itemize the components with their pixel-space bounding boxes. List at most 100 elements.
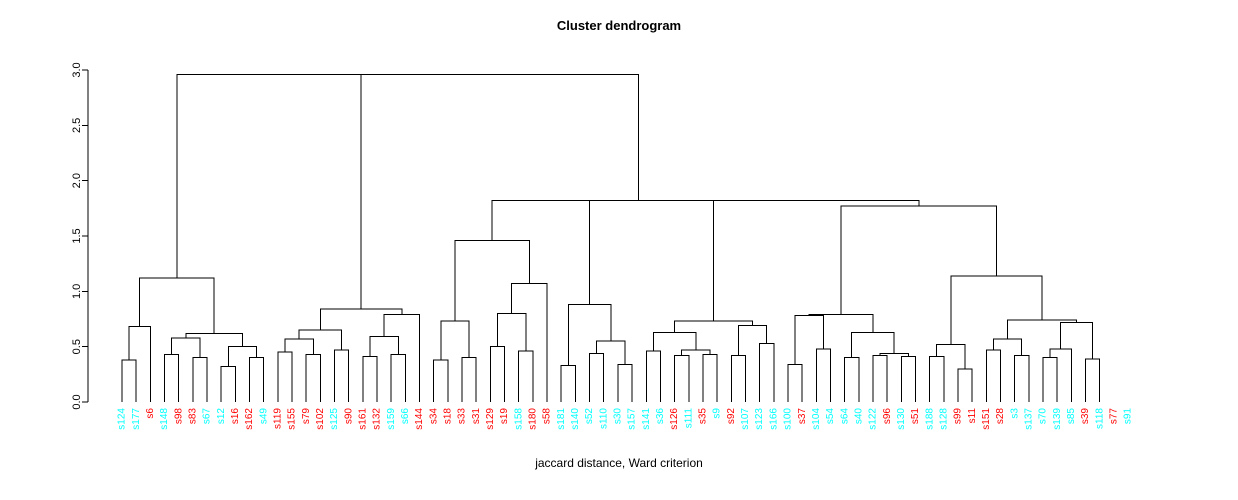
leaf-label: s66 [400, 408, 411, 425]
dendrogram-branch [164, 353, 180, 402]
dendrogram-links [121, 73, 1101, 402]
leaf-label: s83 [187, 408, 198, 425]
y-axis: 0.00.51.01.52.02.53.0 [71, 62, 89, 410]
dendrogram-branch [491, 200, 786, 241]
leaf-label: s181 [556, 408, 567, 430]
dendrogram-branch [128, 326, 151, 402]
leaf-label: s161 [358, 408, 369, 430]
leaf-label: s35 [698, 408, 709, 425]
leaf-label: s90 [343, 408, 354, 425]
dendrogram-branch [298, 329, 343, 350]
leaf-label: s124 [117, 408, 128, 430]
dendrogram-branch [433, 359, 449, 402]
leaf-label: s12 [216, 408, 227, 425]
leaf-label: s159 [386, 408, 397, 430]
leaf-label: s96 [882, 408, 893, 425]
leaf-label: s111 [683, 408, 694, 429]
leaf-label: s123 [754, 408, 765, 430]
leaf-label: s31 [471, 408, 482, 425]
dendrogram-branch [730, 355, 746, 402]
leaf-label: s102 [315, 408, 326, 430]
leaf-label: s166 [768, 408, 779, 430]
leaf-label: s107 [740, 408, 751, 430]
dendrogram-branch [596, 340, 626, 365]
y-axis-tick-label: 0.5 [71, 339, 83, 354]
dendrogram-branch [645, 350, 661, 402]
dendrogram-branch [674, 355, 690, 402]
leaf-label: s19 [499, 408, 510, 425]
leaf-label: s104 [811, 408, 822, 430]
leaf-label: s128 [938, 408, 949, 430]
dendrogram-branch [985, 349, 1001, 402]
leaf-label: s148 [159, 408, 170, 430]
leaf-label: s58 [542, 408, 553, 425]
leaf-label: s6 [145, 408, 156, 419]
leaf-label: s85 [1066, 408, 1077, 425]
y-axis-tick-label: 1.5 [71, 228, 83, 243]
y-axis-tick-label: 0.0 [71, 394, 83, 409]
leaf-label: s119 [272, 408, 283, 429]
dendrogram-branch [681, 349, 711, 356]
dendrogram-branch [139, 277, 215, 334]
leaf-label: s79 [301, 408, 312, 425]
dendrogram-branch [383, 314, 421, 402]
dendrogram-branch [652, 331, 697, 352]
y-axis-tick-label: 2.0 [71, 173, 83, 188]
leaf-label: s49 [258, 408, 269, 425]
dendrogram-branch [121, 359, 137, 402]
y-axis-tick-label: 3.0 [71, 62, 83, 77]
dendrogram-branch [220, 366, 236, 402]
dendrogram-branch [1042, 357, 1058, 402]
leaf-label: s18 [443, 408, 454, 425]
dendrogram-branch [305, 353, 321, 402]
leaf-label: s11 [967, 408, 978, 424]
leaf-label: s36 [655, 408, 666, 425]
leaf-label: s3 [1009, 408, 1020, 419]
dendrogram-branch [808, 314, 874, 333]
dendrogram-branch [277, 351, 293, 402]
dendrogram-branch [702, 353, 718, 402]
dendrogram-branch [589, 200, 715, 322]
leaf-label: s77 [1108, 408, 1119, 425]
dendrogram-branch [787, 363, 803, 402]
leaf-label: s177 [131, 408, 142, 430]
leaf-label: s16 [230, 408, 241, 425]
leaf-label: s180 [528, 408, 539, 430]
dendrogram-branch [369, 336, 399, 357]
leaf-label: s139 [1052, 408, 1063, 430]
leaf-label: s140 [570, 408, 581, 430]
leaf-label: s137 [1023, 408, 1034, 430]
leaf-label: s39 [1080, 408, 1091, 425]
dendrogram-branch [992, 338, 1023, 356]
leaf-label: s188 [924, 408, 935, 430]
leaf-label: s9 [712, 408, 723, 419]
leaf-label: s34 [428, 408, 439, 425]
leaf-label: s52 [584, 408, 595, 425]
x-axis-label: jaccard distance, Ward criterion [535, 456, 703, 470]
leaf-label: s151 [981, 408, 992, 430]
dendrogram-branch [737, 325, 768, 356]
leaf-label: s110 [598, 408, 609, 429]
page-title: Cluster dendrogram [556, 18, 682, 33]
leaf-label: s157 [627, 408, 638, 430]
dendrogram-branch [900, 356, 916, 402]
dendrogram-branch [872, 355, 888, 402]
dendrogram-branch [1084, 358, 1101, 402]
dendrogram-branch [390, 353, 406, 402]
dendrogram-branch [1060, 321, 1094, 359]
leaf-label: s118 [1094, 408, 1105, 429]
leaf-label: s158 [513, 408, 524, 430]
leaf-label: s99 [953, 408, 964, 425]
leaf-label: s130 [896, 408, 907, 430]
leaf-label: s37 [797, 408, 808, 425]
leaf-label: s33 [457, 408, 468, 425]
dendrogram-branch [794, 315, 824, 365]
dendrogram-branch [815, 348, 831, 402]
dendrogram-branch [334, 349, 350, 402]
dendrogram-branch [674, 320, 754, 333]
leaf-label: s122 [868, 408, 879, 430]
leaf-label: s28 [995, 408, 1006, 425]
